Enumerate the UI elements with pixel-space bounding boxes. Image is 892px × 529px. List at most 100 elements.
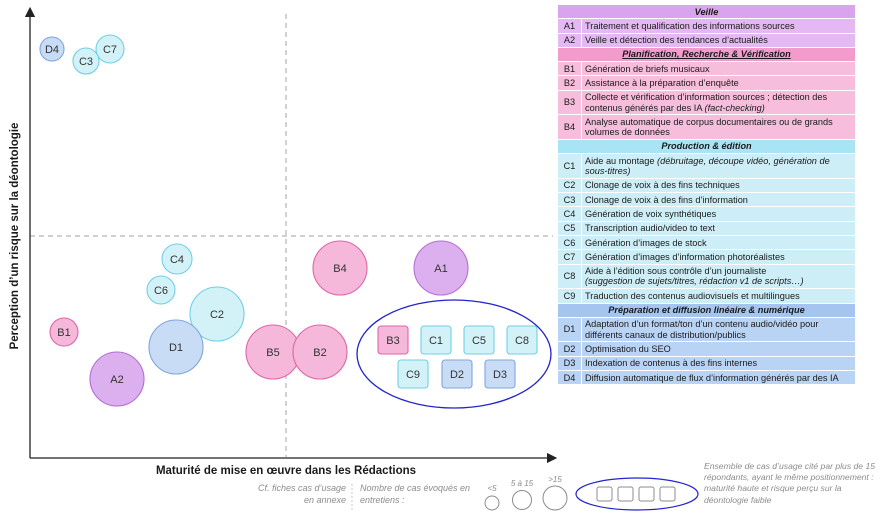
legend-header-title: Planification, Recherche & Vérification: [622, 49, 791, 60]
legend-code: C9: [557, 288, 582, 304]
legend-text: Traduction des contenus audiovisuels et …: [585, 290, 800, 301]
cluster-legend-square-4: [659, 486, 676, 502]
legend-code: C4: [557, 206, 582, 222]
legend-code: B3: [557, 89, 582, 116]
legend-code: D1: [557, 316, 582, 343]
point-label-c4: C4: [170, 254, 184, 266]
point-label-d1: D1: [169, 342, 183, 354]
point-label-a1: A1: [434, 263, 447, 275]
legend-code: C2: [557, 177, 582, 194]
point-a2: [89, 351, 145, 407]
x-axis-title: Maturité de mise en œuvre dans les Rédac…: [156, 465, 416, 477]
point-label-c7: C7: [103, 44, 117, 56]
legend-text: Assistance à la préparation d’enquête: [585, 77, 739, 88]
point-label-b4: B4: [333, 263, 346, 275]
cluster-note: Ensemble de cas d’usage cité par plus de…: [704, 461, 876, 505]
point-label-b1: B1: [57, 327, 70, 339]
size-legend-gt15-label: >15: [548, 475, 562, 484]
legend-text: Collecte et vérification d’information s…: [585, 92, 828, 113]
legend-text: Veille et détection des tendances d’actu…: [585, 35, 768, 46]
point-label-b2: B2: [313, 347, 326, 359]
legend-code: C6: [557, 235, 582, 251]
legend-note: (fact-checking): [704, 102, 765, 113]
legend-code: B1: [557, 61, 582, 77]
cluster-item-c8: [506, 325, 538, 355]
point-label-d4: D4: [45, 44, 59, 56]
point-label-c3: C3: [79, 56, 93, 68]
point-b2: [292, 324, 348, 380]
point-a1: [413, 240, 469, 296]
point-label-c6: C6: [154, 285, 168, 297]
cluster-label-d3: D3: [493, 369, 507, 381]
legend-code: D2: [557, 341, 582, 357]
legend-header-title: Préparation et diffusion linéaire & numé…: [608, 305, 805, 316]
size-legend: <5 5 à 15 >15: [484, 475, 699, 511]
legend-code: C3: [557, 192, 582, 208]
cluster-item-b3: [377, 325, 409, 355]
point-c7: [95, 34, 125, 64]
legend-text: Génération d’images de stock: [585, 237, 707, 248]
cluster-legend-square-1: [596, 486, 613, 502]
legend-code: A2: [557, 32, 582, 48]
legend-text: Adaptation d’un format/ton d’un contenu …: [585, 319, 819, 340]
legend-text: Aide à l’édition sous contrôle d’un jour…: [585, 266, 767, 277]
point-d4: [39, 36, 65, 62]
legend-header-diff: Préparation et diffusion linéaire & numé…: [557, 302, 856, 318]
y-axis-title: Perception d’un risque sur la déontologi…: [9, 123, 21, 350]
size-legend-mid-circle: [512, 490, 532, 510]
cluster-item-c1: [420, 325, 452, 355]
legend-text: Génération d’images d’information photor…: [585, 251, 785, 262]
size-legend-mid-label: 5 à 15: [511, 479, 534, 488]
legend-note: (débruitage, découpe vidéo, génération d…: [585, 155, 830, 177]
cluster-item-c9: [397, 359, 429, 389]
legend-text: Analyse automatique de corpus documentai…: [585, 116, 833, 138]
point-label-c2: C2: [210, 309, 224, 321]
point-c3: [72, 47, 100, 75]
point-c4: [161, 243, 193, 275]
legend-code: D4: [557, 370, 582, 386]
legend-code: B4: [557, 114, 582, 140]
legend-code: B2: [557, 75, 582, 91]
legend-code: C1: [557, 153, 582, 179]
point-c2: [189, 286, 245, 342]
cluster-label-c5: C5: [472, 335, 486, 347]
point-d1: [148, 319, 204, 375]
cluster-label-c1: C1: [429, 335, 443, 347]
point-c6: [146, 275, 176, 305]
point-label-a2: A2: [110, 374, 123, 386]
legend-code: C8: [557, 263, 582, 290]
cluster-item-c5: [463, 325, 495, 355]
cluster-label-c9: C9: [406, 369, 420, 381]
legend-header-veille: Veille: [557, 3, 856, 20]
cluster-item-d2: [441, 359, 473, 389]
size-legend-gt15-circle: [542, 485, 568, 511]
legend-note: (suggestion de sujets/titres, rédaction …: [585, 276, 804, 287]
cluster-legend-ellipse: [575, 477, 699, 511]
legend-code: A1: [557, 18, 582, 34]
legend-text: Aide au montage: [585, 155, 655, 166]
legend-text: Clonage de voix à des fins d’information: [585, 194, 748, 205]
legend-text: Traitement et qualification des informat…: [585, 20, 795, 31]
cluster-legend-square-2: [617, 486, 634, 502]
count-label: Nombre de cas évoqués en entretiens :: [360, 483, 471, 505]
size-legend-lt5-label: <5: [487, 484, 497, 493]
